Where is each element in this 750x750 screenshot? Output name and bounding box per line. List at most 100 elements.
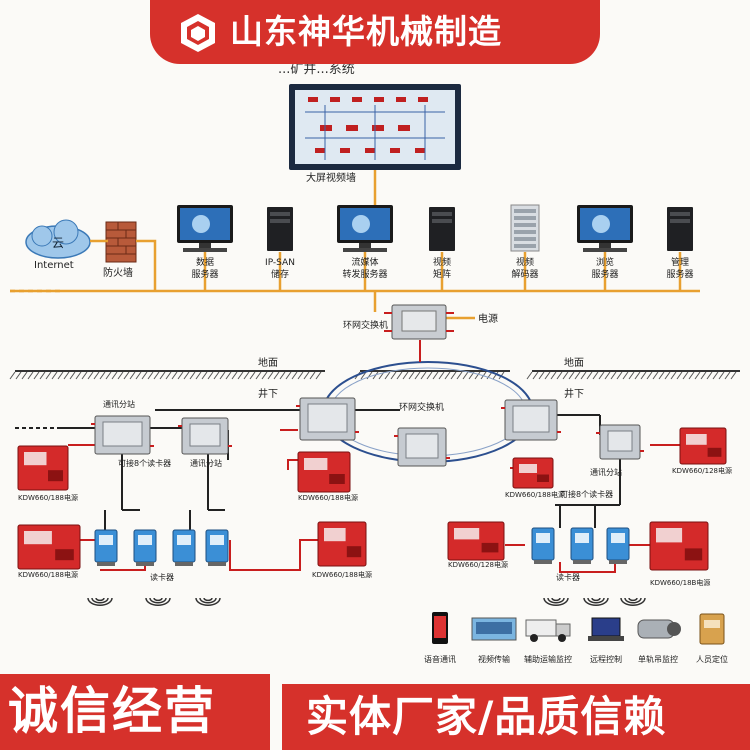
legend-item: 语音通讯 <box>424 612 456 664</box>
diagram-title: ...矿井...系统 <box>278 62 355 77</box>
psu-box-6 <box>649 521 709 571</box>
underground-label-right: 井下 <box>564 387 584 400</box>
psu-box-5 <box>447 521 505 561</box>
legend-label: 视频传输 <box>478 654 510 664</box>
psu-box-0 <box>17 445 69 491</box>
card-reader-boxes <box>94 527 630 566</box>
server-label-line1: 浏览 <box>596 256 614 268</box>
card-reader-3 <box>205 529 229 566</box>
comm-substation-label-3: 通讯分站 <box>590 467 622 477</box>
video-wall-label: 大屏视频墙 <box>306 171 356 184</box>
ring-switch-mid-label: 环网交换机 <box>399 401 444 413</box>
card-reader-4 <box>531 527 555 564</box>
server-label-line1: 数据 <box>196 256 214 268</box>
camera-icon <box>637 619 681 639</box>
legend-item: 辅助运输监控 <box>524 619 572 664</box>
connect8-label-1: 可接8个读卡器 <box>118 458 171 468</box>
server-label-line2: 转发服务器 <box>342 268 387 280</box>
server-label-line1: 流媒体 <box>351 256 378 268</box>
card-reader-0 <box>94 529 118 566</box>
server-label-line2: 服务器 <box>666 268 693 280</box>
server-label-line2: 储存 <box>271 268 289 280</box>
server-label-line1: IP-SAN <box>265 258 295 268</box>
legend-label: 人员定位 <box>696 654 728 664</box>
wireless-signal-icon <box>87 597 113 606</box>
psu-label-1: KDW660/188电源 <box>18 493 78 502</box>
psu-box-2 <box>297 451 351 493</box>
cloud-label: 云 <box>52 236 64 250</box>
cloud-icon <box>25 219 91 259</box>
power-label: 电源 <box>478 312 498 325</box>
brand-logo-icon <box>181 14 215 52</box>
card-reader-1 <box>133 529 157 566</box>
ground-label-right: 地面 <box>564 356 584 369</box>
switch-boxes <box>91 397 644 467</box>
card-reader-label-2: 读卡器 <box>556 572 580 582</box>
footer-left-banner <box>0 674 270 750</box>
card-reader-label-1: 读卡器 <box>150 572 174 582</box>
legend-label: 语音通讯 <box>424 654 456 664</box>
legend-label: 远程控制 <box>590 654 622 664</box>
switch-box-4 <box>501 399 561 441</box>
psu-label-2: KDW660/188电源 <box>18 570 78 579</box>
wireless-signal-icon <box>195 597 221 606</box>
server-label-line1: 管理 <box>671 256 689 268</box>
legend-item: 人员定位 <box>696 613 728 664</box>
phone-icon <box>432 612 448 644</box>
psu-label-8: KDW660/18B电源 <box>650 578 710 587</box>
switch-box-5 <box>596 424 644 460</box>
switch-box-3 <box>394 427 450 467</box>
footer-right-banner <box>282 684 750 750</box>
server-label-line2: 解码器 <box>511 268 538 280</box>
footer-right-text: 实体厂家/品质信赖 <box>306 692 667 741</box>
psu-label-7: KDW660/128电源 <box>672 466 732 475</box>
legend: 语音通讯 视频传输 辅助运输监控 远程控制 单轨吊监控人员定位 <box>424 612 728 664</box>
psu-boxes <box>17 427 727 571</box>
psu-box-7 <box>679 427 727 465</box>
server-label-line1: 视频 <box>516 256 534 268</box>
server-label-line1: 视频 <box>433 256 451 268</box>
laptop-icon <box>588 617 624 641</box>
ring-switch-top-label: 环网交换机 <box>343 319 388 331</box>
card-reader-6 <box>606 527 630 564</box>
ring-switch-top <box>384 304 454 340</box>
legend-item: 视频传输 <box>471 617 517 664</box>
wireless-signal-icon <box>543 597 569 606</box>
server-label-line2: 服务器 <box>191 268 218 280</box>
legend-item: 单轨吊监控 <box>637 619 681 664</box>
comm-substation-label-2: 通讯分站 <box>190 458 222 468</box>
wireless-signal-icon <box>620 597 646 606</box>
legend-label: 辅助运输监控 <box>524 654 572 664</box>
internet-label: Internet <box>34 260 74 271</box>
switch-box-2 <box>296 397 359 441</box>
connect8-label-2: 可接8个读卡器 <box>560 489 613 499</box>
brand-name: 山东神华机械制造 <box>230 12 502 51</box>
switch-box-0 <box>91 415 154 455</box>
legend-item: 远程控制 <box>588 617 624 664</box>
card-reader-2 <box>172 529 196 566</box>
video-icon <box>471 617 517 641</box>
wireless-signal-icon <box>145 597 171 606</box>
backbone-cable <box>10 170 700 320</box>
firewall-label: 防火墙 <box>103 266 133 279</box>
firewall-icon <box>105 221 137 263</box>
psu-label-4: KDW660/188电源 <box>312 570 372 579</box>
server-label-line2: 矩阵 <box>433 268 451 280</box>
psu-label-5: KDW660/188电源 <box>505 490 565 499</box>
top-banner <box>150 0 600 64</box>
psu-box-4 <box>512 457 554 489</box>
switch-box-1 <box>178 417 232 455</box>
comm-substation-label-1: 通讯分站 <box>103 399 135 409</box>
server-label-line2: 服务器 <box>591 268 618 280</box>
ground-label-left: 地面 <box>258 356 278 369</box>
